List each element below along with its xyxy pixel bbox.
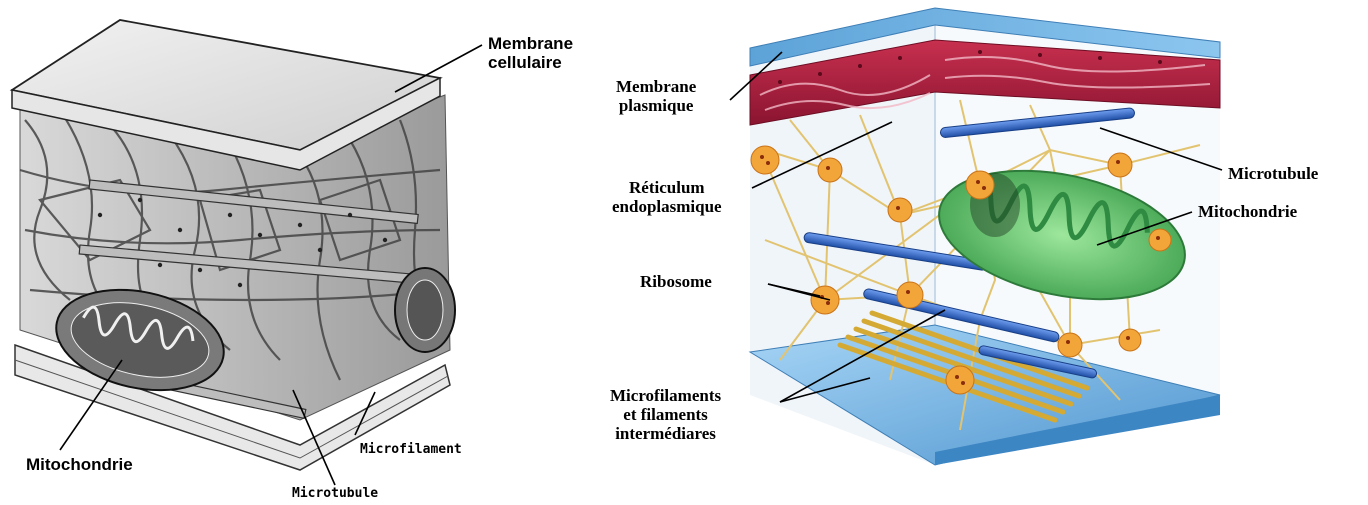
cytoskeleton-sketch-diagram: Membrane cellulaire Mitochondrie Microtu…	[0, 0, 600, 505]
label-mitochondrie-right: Mitochondrie	[1198, 202, 1297, 221]
label-membrane-cellulaire: Membrane cellulaire	[488, 34, 573, 72]
cytoskeleton-color-diagram: Membrane plasmique Réticulum endoplasmiq…	[600, 0, 1368, 505]
label-microtubule-right: Microtubule	[1228, 164, 1318, 183]
label-ribosome: Ribosome	[640, 272, 712, 291]
cytoskeleton-sketch-illustration	[0, 0, 600, 505]
label-membrane-plasmique: Membrane plasmique	[616, 77, 696, 115]
label-reticulum-endoplasmique: Réticulum endoplasmique	[612, 178, 722, 216]
label-microfilament-left: Microfilament	[360, 443, 462, 458]
label-microfilaments-filaments-intermediares: Microfilaments et filaments intermédiare…	[610, 386, 721, 443]
label-microtubule-left: Microtubule	[292, 487, 378, 502]
label-mitochondrie-left: Mitochondrie	[26, 455, 133, 474]
